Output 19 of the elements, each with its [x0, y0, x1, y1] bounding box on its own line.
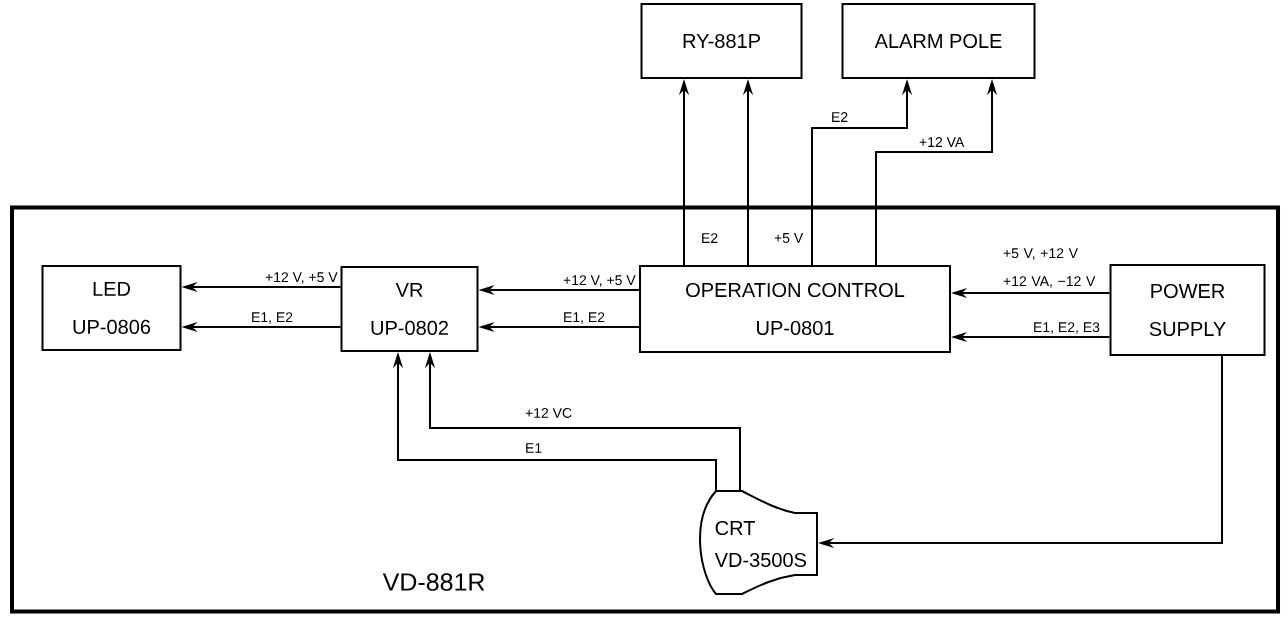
block-box: RY-881P: [640, 3, 803, 79]
edge-label: E2: [702, 233, 718, 243]
edge-label: +12 VA: [919, 137, 965, 147]
edge-label: E2: [832, 112, 848, 122]
block-box: LED UP-0806: [41, 265, 182, 351]
edge-label: +5 V, +12 V +12 VA, −12 V: [1003, 248, 1096, 288]
edge-label: +5 V: [774, 233, 804, 243]
edge-label: E1, E2, E3: [1034, 322, 1100, 334]
block-box: POWER SUPPLY: [1109, 264, 1266, 356]
edge-label: E1, E2: [564, 312, 605, 324]
edge-label: E1: [526, 443, 542, 453]
edge-label: +12 V, +5 V: [265, 272, 338, 284]
block-box: OPERATION CONTROL UP-0801: [639, 265, 951, 353]
edge-label: E1, E2: [252, 312, 293, 324]
block-box: VR UP-0802: [340, 266, 479, 352]
crt-drawing: CRT VD-3500S: [699, 490, 818, 595]
edge-label: +12 VC: [525, 408, 572, 418]
block-box: ALARM POLE: [841, 3, 1036, 79]
edge-label: +12 V, +5 V: [563, 275, 636, 287]
